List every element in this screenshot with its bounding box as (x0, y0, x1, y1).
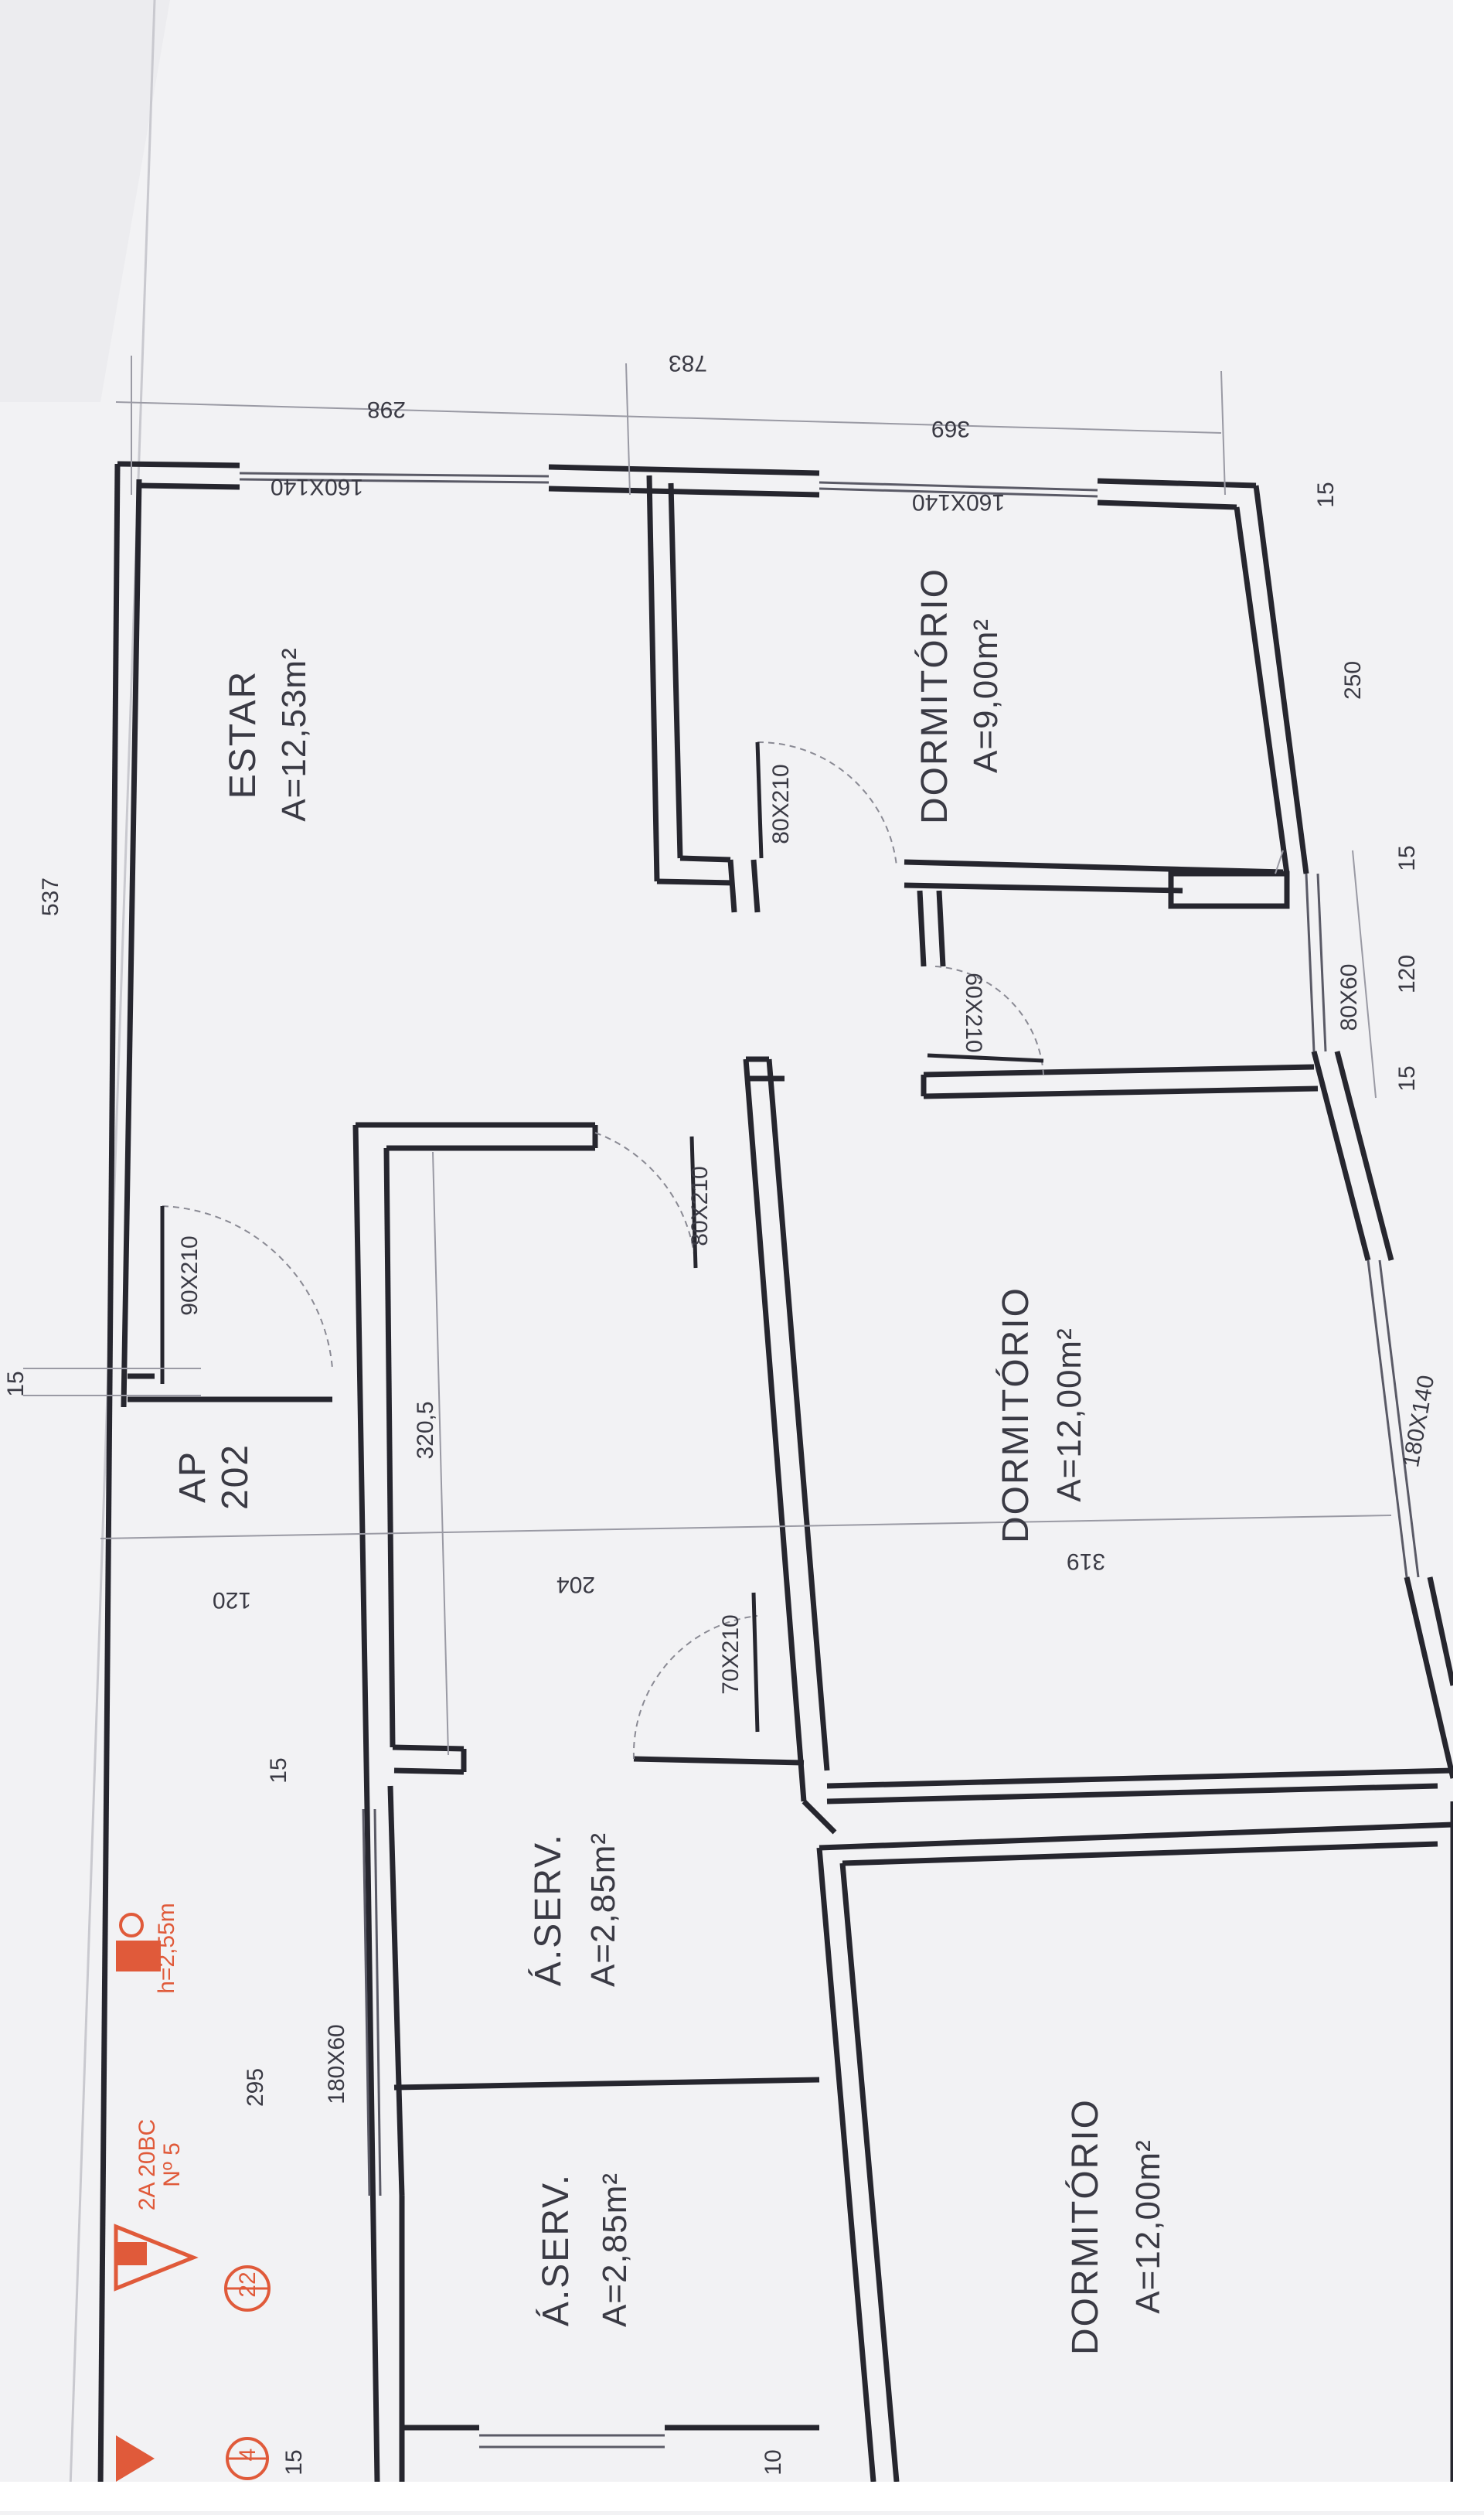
walls (97, 461, 1456, 2490)
wall-dorm2-top (923, 1064, 1315, 1078)
room-area-aserv1: A=2,85m² (584, 1832, 622, 1987)
dim-319: 319 (1067, 1549, 1105, 1574)
room-area-aserv2: A=2,85m² (596, 2173, 634, 2327)
unit-number: 202 (215, 1443, 256, 1510)
dim-15-d: 15 (1394, 1065, 1420, 1091)
wall-dorm2-bottom (826, 1767, 1454, 1789)
markup-ceiling-height: h=2,55m (154, 1903, 179, 1994)
outer-wall-top-1 (117, 461, 240, 469)
dim-369: 369 (931, 416, 970, 441)
door-dorm1-label: 80X210 (768, 764, 794, 843)
markup-ref-tag: 2A 20BC (134, 2119, 160, 2210)
door-leaves (160, 741, 1044, 1733)
outer-wall-top-2 (548, 464, 820, 476)
door-hall-label: 60X210 (961, 973, 986, 1052)
window-service-label: 180X60 (324, 2024, 349, 2104)
window-estar-label: 160X140 (271, 474, 363, 499)
door-service-label: 70X210 (718, 1614, 744, 1694)
door-swings (162, 741, 1044, 1760)
window-bath-label: 80X60 (1336, 964, 1362, 1031)
wall-dorm3-top (819, 1822, 1454, 1851)
door-entry-label: 90X210 (177, 1235, 203, 1315)
outer-wall-top-3 (1097, 478, 1257, 489)
dim-10: 10 (761, 2449, 786, 2475)
wall-dorm1-left (646, 475, 660, 882)
room-name-dorm1: DORMITÓRIO (914, 567, 955, 824)
room-name-dorm3: DORMITÓRIO (1064, 2098, 1106, 2355)
dim-15-a: 15 (3, 1371, 29, 1396)
dim-295: 295 (243, 2068, 268, 2107)
dim-320-5: 320,5 (413, 1401, 438, 1459)
wall-service-left (364, 1808, 380, 2483)
opening-labels: 90X210 80X210 80X210 60X210 70X210 160X1… (177, 474, 1439, 2104)
dim-120b: 120 (1394, 955, 1420, 993)
markup-symbol-1: 22 (235, 2271, 260, 2297)
dim-783: 783 (669, 350, 707, 376)
room-area-dorm1: A=9,00m² (967, 619, 1005, 773)
markup-ref-no: Nº 5 (159, 2142, 185, 2187)
room-labels: ESTAR A=12,53m² DORMITÓRIO A=9,00m² DORM… (172, 567, 1167, 2355)
room-area-dorm2: A=12,00m² (1050, 1327, 1088, 1501)
markup-labels: 2A 20BC Nº 5 h=2,55m 22 4 (134, 1903, 260, 2461)
dimension-lines (23, 356, 1392, 1756)
dim-15-b: 15 (266, 1757, 291, 1783)
markup-symbol-2: 4 (235, 2449, 260, 2462)
dim-15-e: 15 (1313, 482, 1339, 507)
room-name-aserv1: Á.SERV. (528, 1833, 569, 1986)
wall-corridor (743, 1058, 807, 1802)
door-bath-label: 80X210 (687, 1166, 713, 1246)
window-dorm1-label: 160X140 (912, 489, 1005, 515)
dim-537: 537 (38, 878, 63, 916)
photo-border-right (1453, 0, 1484, 2511)
dim-15-f: 15 (281, 2449, 307, 2475)
photo-border-bottom (0, 2482, 1484, 2511)
red-annotation-markup (114, 1913, 271, 2482)
outer-wall-right-1 (1253, 485, 1309, 874)
unit-name: AP (172, 1450, 213, 1503)
dim-250: 250 (1340, 661, 1366, 700)
room-name-dorm2: DORMITÓRIO (995, 1286, 1036, 1543)
dim-15-c: 15 (1394, 845, 1420, 871)
outer-wall-left-inner (121, 479, 142, 1408)
window-glazing (239, 472, 1420, 2449)
room-name-aserv2: Á.SERV. (536, 2173, 577, 2326)
outer-wall-left (97, 463, 121, 2490)
outer-wall-right-2 (1311, 1051, 1371, 1261)
wall-bath-left (352, 1124, 370, 1810)
dim-298: 298 (367, 397, 406, 422)
dim-204: 204 (556, 1572, 595, 1597)
room-area-dorm3: A=12,00m² (1129, 2139, 1167, 2313)
room-area-estar: A=12,53m² (275, 647, 313, 821)
room-name-estar: ESTAR (223, 670, 264, 799)
outer-wall-right-3 (1404, 1576, 1456, 1779)
dimension-labels: 537 298 369 783 295 120 204 319 320,5 25… (3, 350, 1420, 2476)
wall-dorm3-left (816, 1847, 876, 2483)
dim-120: 120 (213, 1587, 251, 1613)
wall-dorm1-bottom (904, 859, 1284, 875)
